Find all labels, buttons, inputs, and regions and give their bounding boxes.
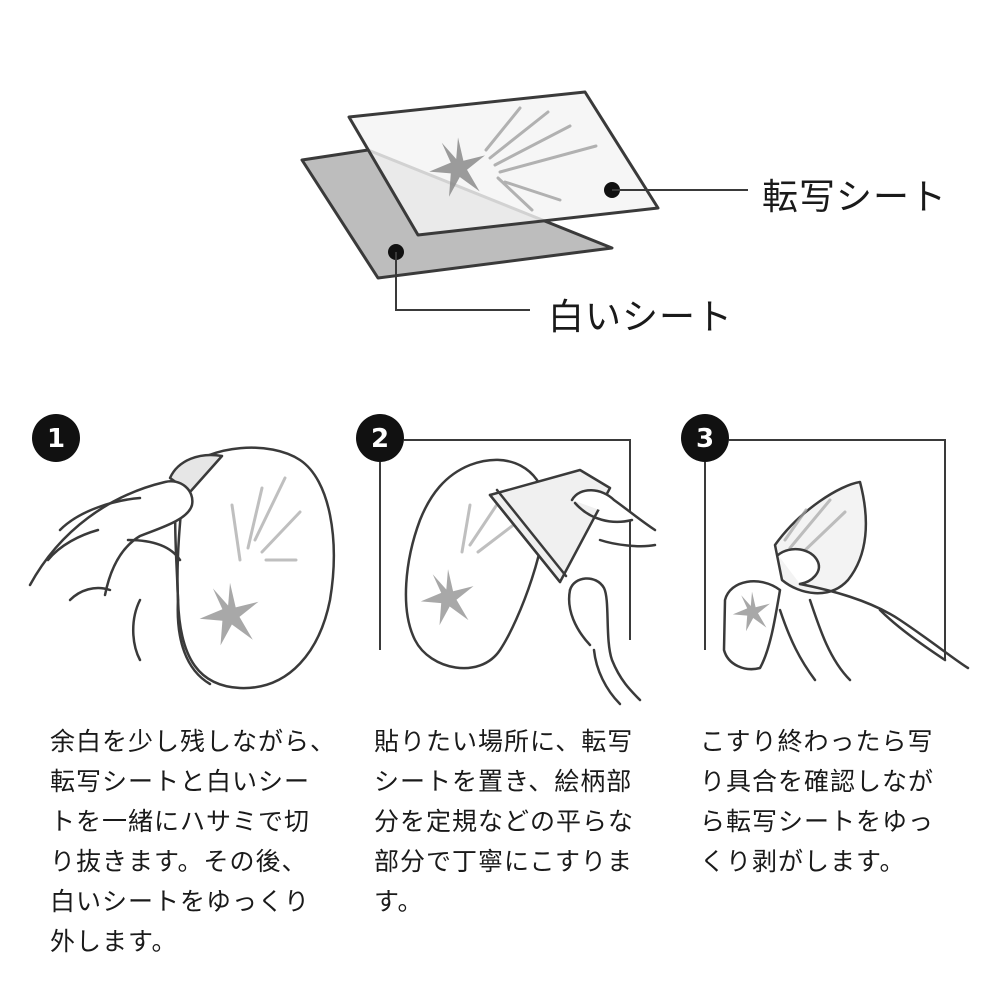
step-3-frame (729, 439, 946, 660)
step-2-line: 部分で丁寧にこすりま (374, 847, 634, 876)
step-badge-2: 2 (356, 414, 404, 462)
svg-text:2: 2 (371, 424, 389, 454)
step-3-illustration (722, 480, 970, 682)
step-1-text: 余白を少し残しながら、 転写シートと白いシー トを一緒にハサミで切 り抜きます。… (50, 722, 340, 962)
step-1-illustration (28, 446, 335, 690)
step-1-line: トを一緒にハサミで切 (50, 807, 311, 836)
step-2-line: シートを置き、絵柄部 (374, 767, 633, 796)
transfer-sheet-label: 転写シート (762, 177, 948, 218)
sheet-stack (300, 90, 748, 311)
white-sheet-label: 白いシート (548, 297, 734, 338)
step-badge-1: 1 (32, 414, 80, 462)
svg-text:1: 1 (47, 424, 65, 454)
step-1-line: 転写シートと白いシー (50, 767, 311, 796)
svg-text:3: 3 (696, 424, 714, 454)
step-2-line: す。 (374, 887, 424, 916)
step-3-text: こすり終わったら写 り具合を確認しなが ら転写シートをゆっ くり剥がします。 (700, 722, 990, 882)
step-1-line: 余白を少し残しながら、 (50, 727, 337, 756)
step-1-line: 外します。 (50, 927, 178, 956)
step-3-line: ら転写シートをゆっ (700, 807, 935, 836)
step-2-illustration (404, 458, 657, 706)
step-3-line: り具合を確認しなが (700, 767, 935, 796)
sheet-burst-motif (484, 106, 598, 212)
step-1-line: り抜きます。その後、 (50, 847, 308, 876)
step-2-line: 分を定規などの平らな (374, 807, 635, 836)
step-2-frame (404, 439, 631, 640)
step-2-text: 貼りたい場所に、転写 シートを置き、絵柄部 分を定規などの平らな 部分で丁寧にこ… (374, 722, 664, 922)
step-3-line: くり剥がします。 (700, 847, 906, 876)
transfer-sheet (347, 90, 660, 237)
step-3-line: こすり終わったら写 (700, 727, 934, 756)
step-2-line: 貼りたい場所に、転写 (374, 727, 634, 756)
step-badge-3: 3 (681, 414, 729, 462)
step-1-line: 白いシートをゆっくり (50, 887, 311, 916)
